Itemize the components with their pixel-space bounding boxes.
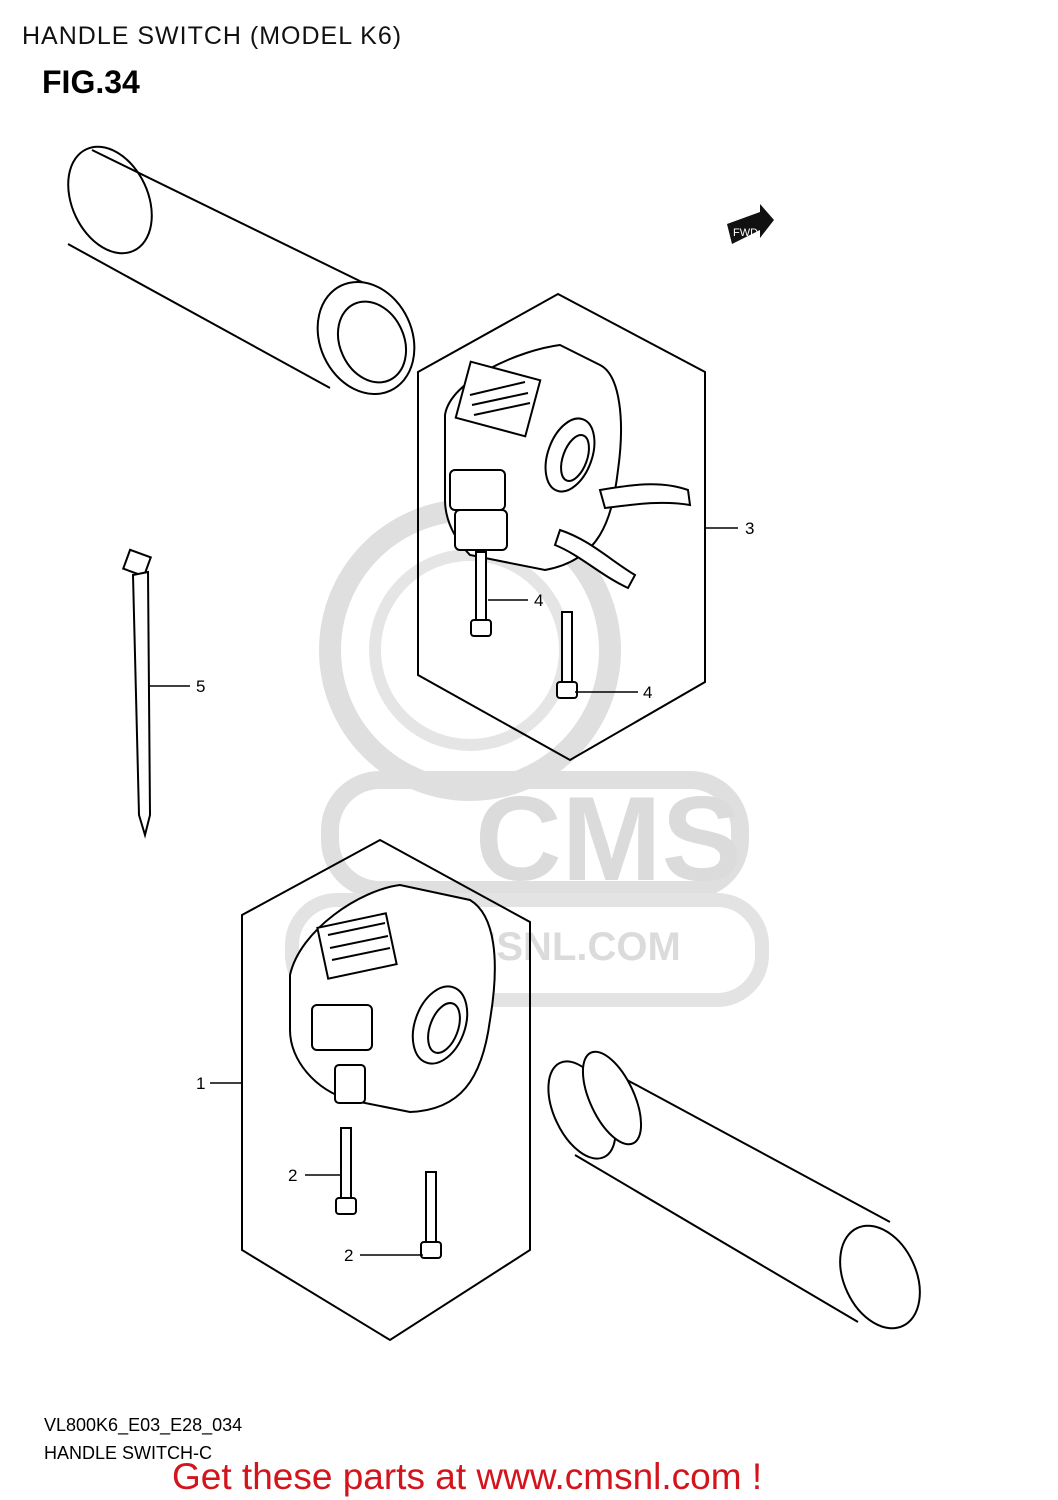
lower-assembly-frame	[241, 838, 531, 1342]
watermark-brand: CMS	[475, 772, 742, 906]
right-switch-housing	[444, 343, 692, 590]
callout-4-lower: 4	[643, 683, 652, 702]
callout-5: 5	[196, 677, 205, 696]
upper-assembly-frame	[417, 292, 706, 762]
page-title: HANDLE SWITCH (MODEL K6)	[22, 22, 403, 50]
leader-lines	[148, 527, 738, 1256]
cms-watermark: CMS WWW.CMSNL.COM	[285, 499, 769, 1007]
callout-4-upper: 4	[534, 591, 543, 610]
callout-3: 3	[745, 519, 754, 538]
lower-screws	[335, 1127, 442, 1259]
callout-2-upper: 2	[288, 1166, 297, 1185]
fwd-direction-badge: FWD	[727, 204, 774, 244]
diagram-code: VL800K6_E03_E28_034	[44, 1415, 243, 1435]
callout-1: 1	[196, 1074, 205, 1093]
cable-tie	[121, 548, 153, 839]
left-switch-housing	[289, 883, 496, 1114]
callout-2-lower: 2	[344, 1246, 353, 1265]
fwd-label: FWD	[733, 227, 758, 239]
upper-screws	[470, 551, 578, 699]
promo-link[interactable]: Get these parts at www.cmsnl.com !	[172, 1456, 763, 1497]
figure-label: FIG.34	[42, 64, 140, 100]
diagram-name: HANDLE SWITCH-C	[44, 1443, 213, 1463]
left-grip	[67, 145, 416, 396]
throttle-grip	[547, 1050, 921, 1330]
